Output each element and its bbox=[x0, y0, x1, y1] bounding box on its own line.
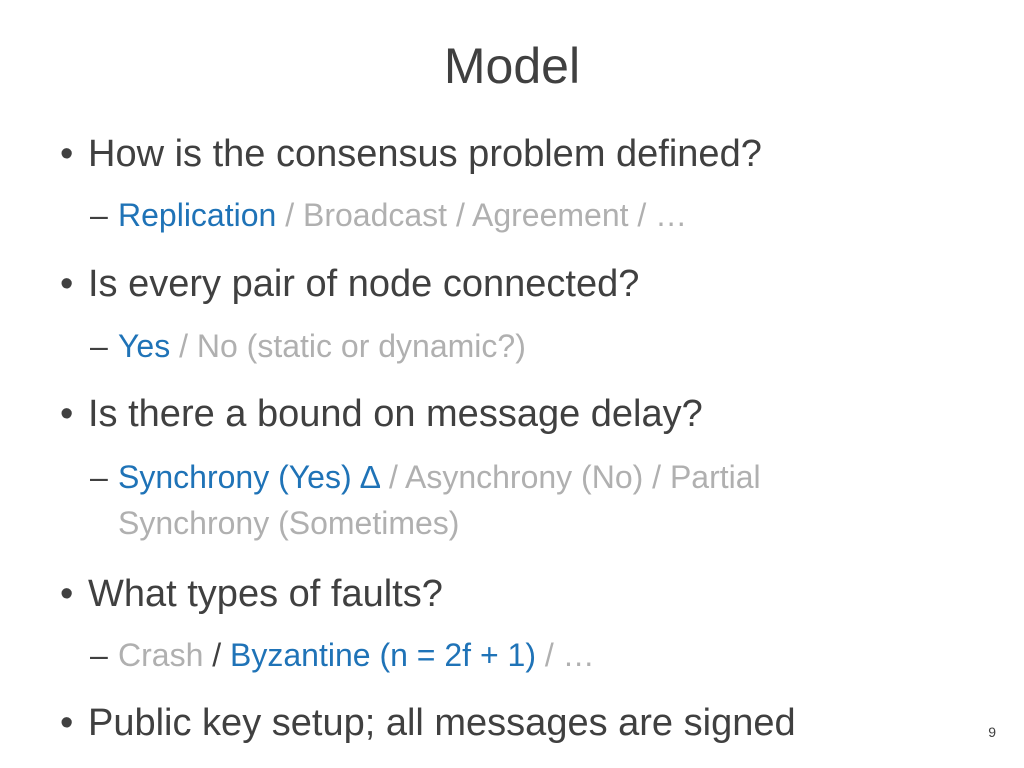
option-separator: / bbox=[276, 197, 303, 233]
selected-option: Byzantine (n = 2f + 1) bbox=[230, 637, 536, 673]
bullet-marker: • bbox=[60, 393, 74, 435]
other-options: No (static or dynamic?) bbox=[196, 328, 526, 364]
sub-bullet-item: – Replication / Broadcast / Agreement / … bbox=[90, 192, 880, 238]
sub-bullet-marker: – bbox=[90, 637, 108, 673]
bullet-text: Public key setup; all messages are signe… bbox=[88, 702, 796, 744]
bullet-text: How is the consensus problem defined? bbox=[88, 133, 762, 175]
sub-bullet-marker: – bbox=[90, 459, 108, 495]
option-separator: / bbox=[380, 459, 405, 495]
selected-option: Synchrony (Yes) ∆ bbox=[118, 459, 381, 495]
bullet-text: Is every pair of node connected? bbox=[88, 263, 640, 305]
bullet-marker: • bbox=[60, 263, 74, 305]
bullet-marker: • bbox=[60, 702, 74, 744]
option-separator: / bbox=[170, 328, 197, 364]
bullet-text: What types of faults? bbox=[88, 573, 443, 615]
slide-title: Model bbox=[443, 38, 581, 94]
other-options: Broadcast / Agreement / … bbox=[302, 197, 688, 233]
muted-option: Crash bbox=[118, 637, 204, 673]
selected-option: Replication bbox=[118, 197, 277, 233]
page-number: 9 bbox=[988, 724, 996, 740]
bullet-marker: • bbox=[60, 573, 74, 615]
bullet-text: Is there a bound on message delay? bbox=[88, 393, 703, 435]
sub-bullet-marker: – bbox=[90, 328, 108, 364]
other-options: … bbox=[562, 637, 595, 673]
option-separator: / bbox=[535, 637, 563, 673]
other-options: Asynchrony (No) / Partial Synchrony (Som… bbox=[118, 459, 761, 541]
sub-bullet-item: – Crash / Byzantine (n = 2f + 1) / … bbox=[90, 632, 880, 678]
sub-bullet-marker: – bbox=[90, 197, 108, 233]
bullet-marker: • bbox=[60, 133, 74, 175]
selected-option: Yes bbox=[118, 328, 171, 364]
sub-bullet-item: – Yes / No (static or dynamic?) bbox=[90, 323, 880, 369]
option-separator: / bbox=[203, 637, 231, 673]
sub-bullet-item: – Synchrony (Yes) ∆ / Asynchrony (No) / … bbox=[90, 454, 880, 546]
